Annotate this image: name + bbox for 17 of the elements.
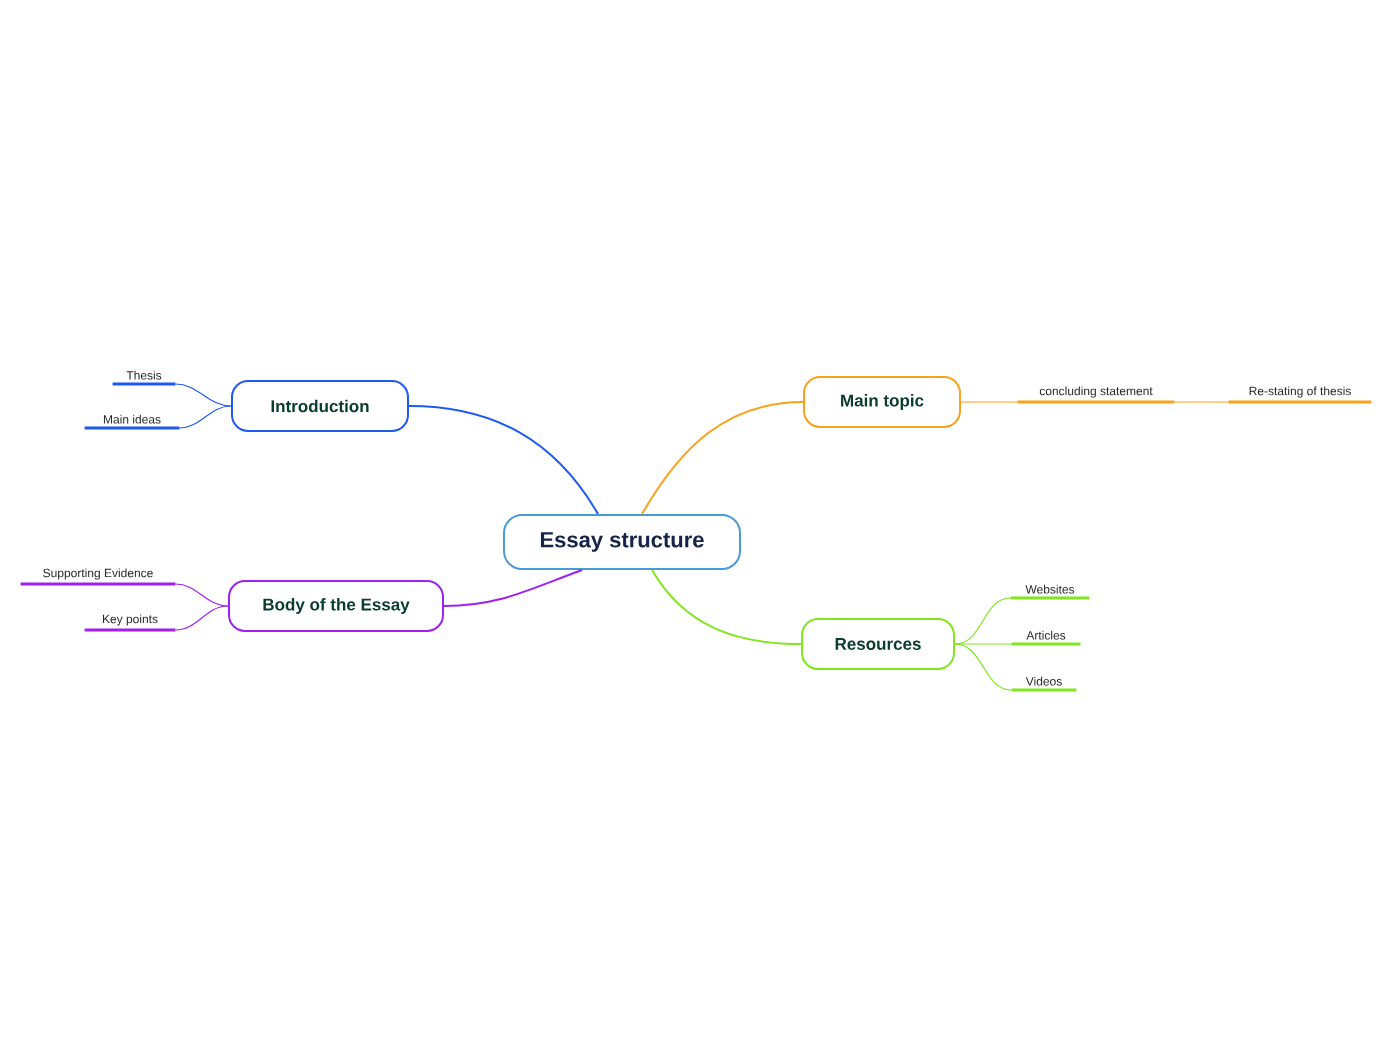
topic-box: Resources — [801, 618, 955, 670]
branch-line — [443, 569, 583, 607]
branch-line — [954, 643, 1013, 691]
branch-line — [954, 643, 1013, 645]
topic-box: Introduction — [231, 380, 409, 432]
central-topic-box: Essay structure — [503, 514, 741, 570]
topic-box: Body of the Essay — [228, 580, 444, 632]
branch-line — [174, 583, 229, 607]
topic-box: Main topic — [803, 376, 961, 428]
branch-line — [960, 401, 1019, 403]
branch-line — [1173, 401, 1230, 403]
branch-line — [641, 401, 804, 515]
branch-line — [174, 605, 229, 631]
branch-line — [174, 383, 232, 407]
branch-line — [178, 405, 232, 429]
branch-line — [651, 569, 802, 645]
branch-line — [408, 405, 599, 515]
